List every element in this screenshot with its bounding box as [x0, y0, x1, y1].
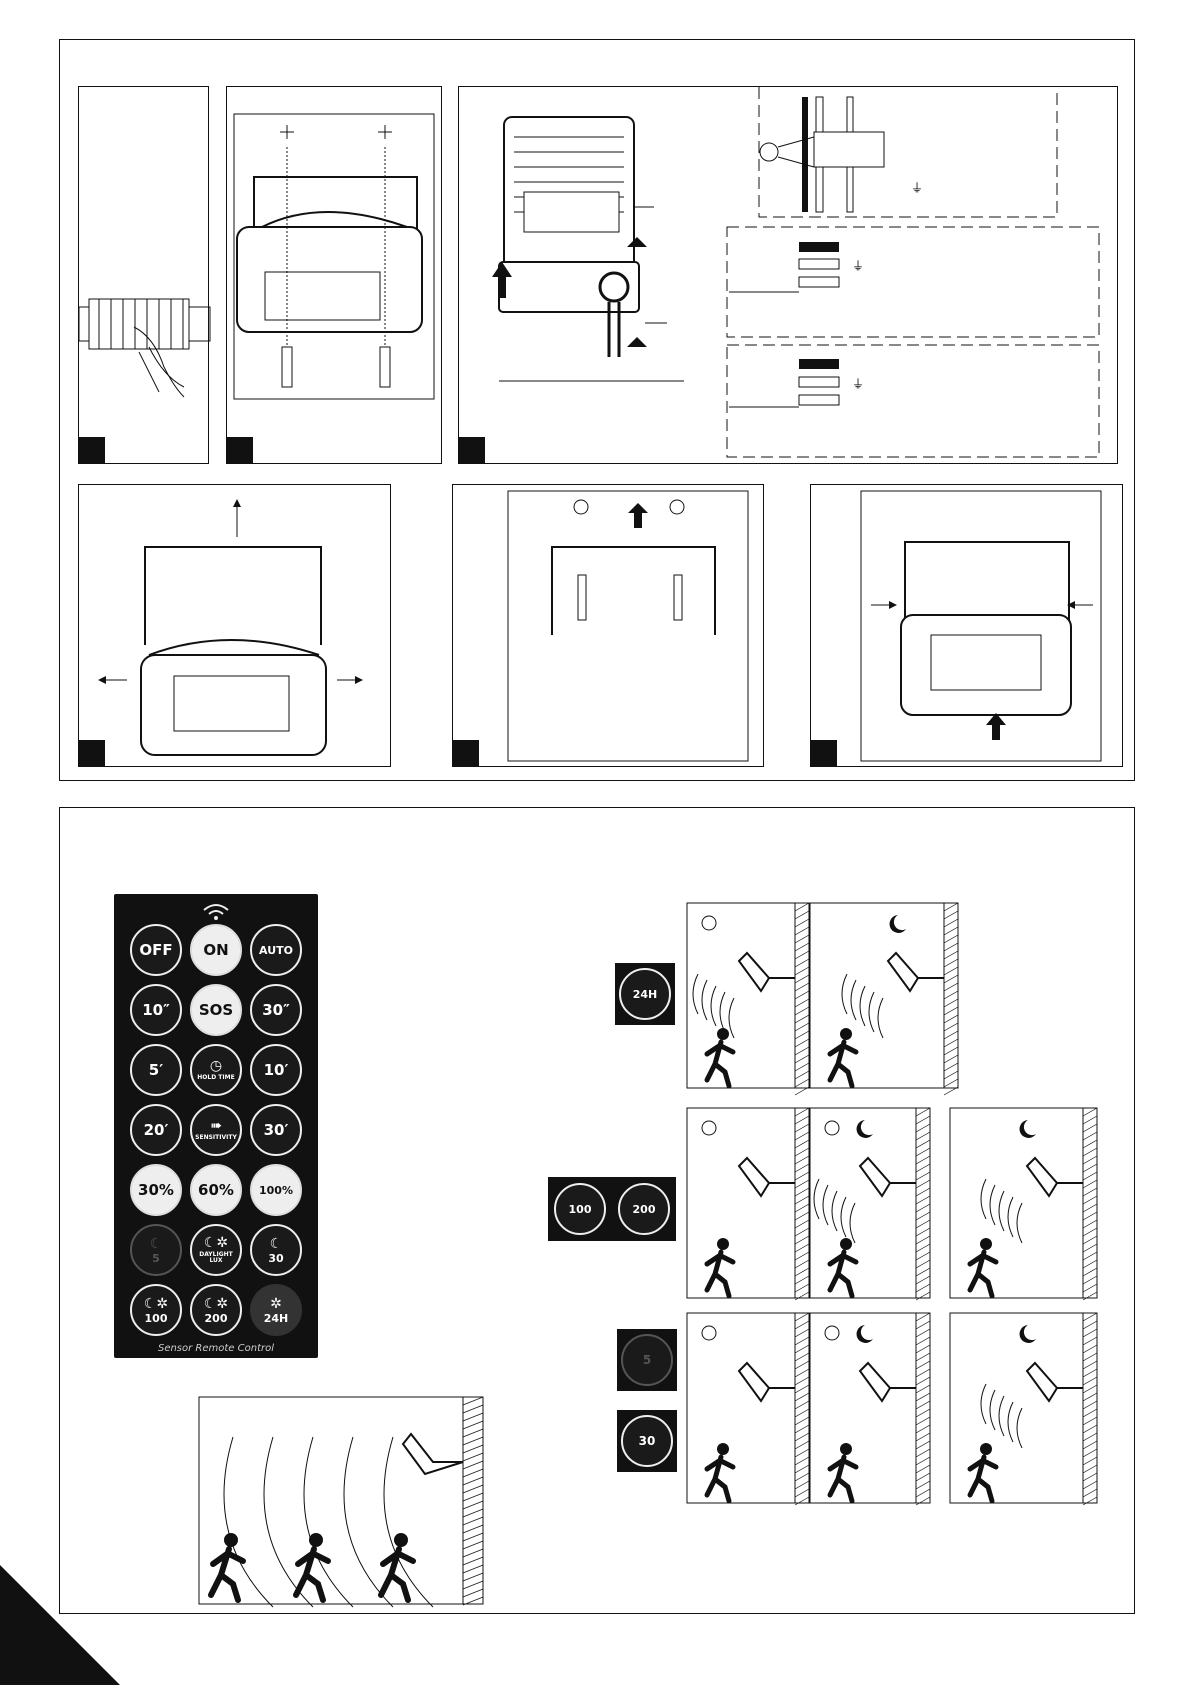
chip-lux: 100 200	[548, 1177, 676, 1241]
terminal-block-illustration	[79, 207, 210, 347]
chip-24h-button[interactable]: 24H	[619, 968, 671, 1020]
remote-button-off[interactable]: OFF	[130, 924, 182, 976]
remote-button-30-[interactable]: 30%	[130, 1164, 182, 1216]
remote-button-5[interactable]: ☾5	[130, 1224, 182, 1276]
wiring-illustration	[459, 87, 1119, 465]
step-3-panel: ⏚ ⏚ ⏚	[458, 86, 1118, 464]
step-6-panel	[810, 484, 1123, 767]
remote-button-100-[interactable]: 100%	[250, 1164, 302, 1216]
remote-button-label: 5	[152, 1253, 160, 1264]
remote-button-label: 30	[268, 1253, 283, 1264]
wireless-signal-icon	[201, 900, 231, 920]
remote-button-30-[interactable]: 30′	[250, 1104, 302, 1156]
chip-30-button[interactable]: 30	[621, 1415, 673, 1467]
step-4-panel	[78, 484, 391, 767]
step-1-tag	[79, 437, 105, 463]
clock-icon: ◷	[210, 1059, 222, 1073]
ground-symbol-3: ⏚	[852, 375, 864, 392]
wall-mount-illustration	[227, 87, 443, 465]
step-5-panel	[452, 484, 764, 767]
step-1-panel	[78, 86, 209, 464]
chip-dusk-30: 30	[617, 1410, 677, 1472]
moon-sun-icon: ☾✲	[204, 1236, 228, 1250]
remote-button-auto[interactable]: AUTO	[250, 924, 302, 976]
moon-sun-icon: ☾✲	[144, 1297, 168, 1311]
remove-bracket-illustration	[79, 485, 392, 768]
remote-button-30[interactable]: ☾ 30	[250, 1224, 302, 1276]
remote-button-200[interactable]: ☾✲ 200	[190, 1284, 242, 1336]
remote-button-label: HOLD TIME	[197, 1075, 234, 1081]
remote-button-label: 200	[205, 1313, 228, 1324]
moon-icon: ☾	[270, 1237, 283, 1251]
chip-dusk-5: 5	[617, 1329, 677, 1391]
remote-button-20-[interactable]: 20′	[130, 1104, 182, 1156]
chip-lux-200-button[interactable]: 200	[618, 1183, 670, 1235]
remote-button-sensitivity[interactable]: ➠ SENSITIVITY	[190, 1104, 242, 1156]
ground-symbol-1: ⏚	[911, 179, 923, 196]
bracket-screws-illustration	[453, 485, 765, 768]
remote-button-on[interactable]: ON	[190, 924, 242, 976]
corner-decoration	[0, 1565, 120, 1685]
step-2-panel	[226, 86, 442, 464]
remote-button-label: 24H	[264, 1313, 289, 1324]
arrow-icon: ➠	[210, 1119, 222, 1133]
remote-button-label: 100	[145, 1313, 168, 1324]
remote-button-24h[interactable]: ✲ 24H	[250, 1284, 302, 1336]
remote-button-label: SENSITIVITY	[195, 1135, 237, 1141]
remote-button-hold-time[interactable]: ◷ HOLD TIME	[190, 1044, 242, 1096]
remote-button-10-[interactable]: 10′	[250, 1044, 302, 1096]
chip-lux-100-button[interactable]: 100	[554, 1183, 606, 1235]
remote-button-100[interactable]: ☾✲ 100	[130, 1284, 182, 1336]
sun-icon: ✲	[270, 1297, 282, 1311]
remote-button-5-[interactable]: 5′	[130, 1044, 182, 1096]
remote-button-sos[interactable]: SOS	[190, 984, 242, 1036]
remote-button-60-[interactable]: 60%	[190, 1164, 242, 1216]
remote-button-10-[interactable]: 10″	[130, 984, 182, 1036]
ground-symbol-2: ⏚	[852, 257, 864, 274]
remote-button-label: DAYLIGHT LUX	[192, 1252, 240, 1264]
remote-label: Sensor Remote Control	[114, 1343, 318, 1354]
chip-24h: 24H	[615, 963, 675, 1025]
chip-5-button[interactable]: 5	[621, 1334, 673, 1386]
moon-sun-icon: ☾✲	[204, 1297, 228, 1311]
remote-button-30-[interactable]: 30″	[250, 984, 302, 1036]
reassemble-illustration	[811, 485, 1124, 768]
remote-button-daylight-lux[interactable]: ☾✲ DAYLIGHT LUX	[190, 1224, 242, 1276]
moon-icon: ☾	[150, 1237, 163, 1251]
